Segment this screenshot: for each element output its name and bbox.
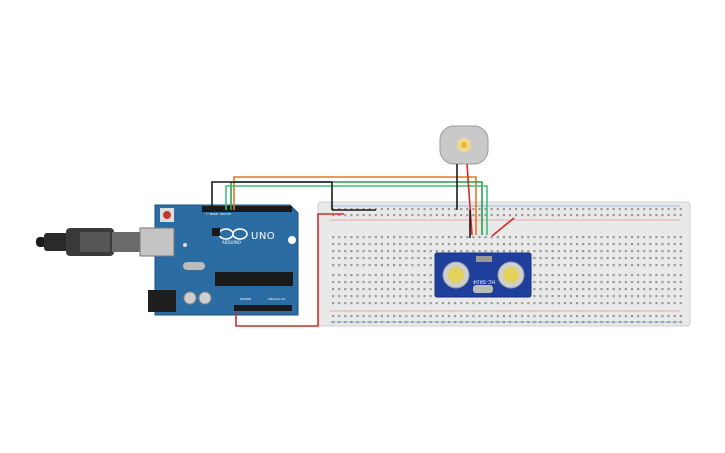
wires[interactable] [211, 163, 515, 327]
arduino-uno-board[interactable] [139, 204, 299, 316]
wire-red-sensor [491, 217, 515, 237]
wire-red-motor [466, 163, 473, 236]
wire-red-power [235, 213, 344, 327]
ultrasonic-sensor[interactable] [434, 252, 532, 298]
wire-green-2 [225, 185, 488, 235]
wire-green-1 [230, 181, 483, 235]
dc-motor[interactable] [439, 125, 489, 165]
wire-black-board [211, 181, 333, 210]
wire-orange [233, 176, 477, 235]
